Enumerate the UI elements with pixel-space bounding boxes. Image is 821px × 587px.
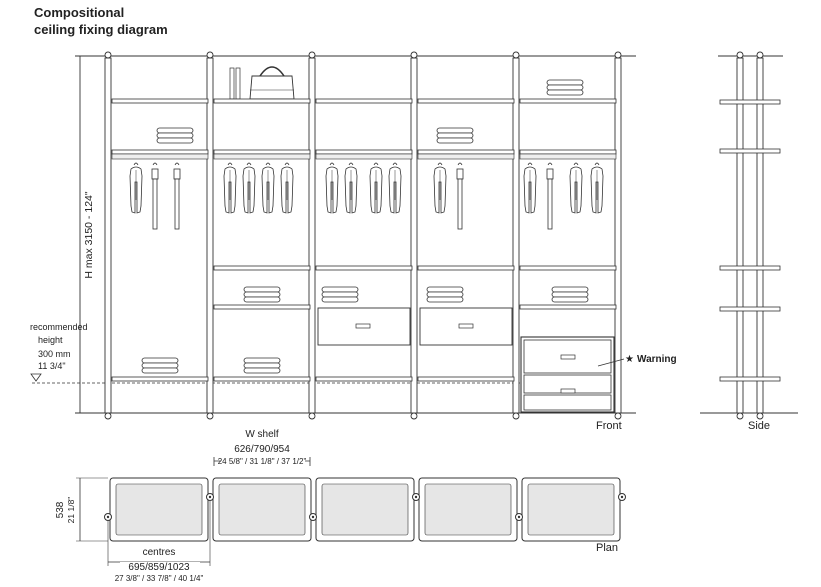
trousers-icon (546, 162, 554, 230)
bay-1 (111, 98, 209, 382)
warning-star-icon: ★ (625, 354, 634, 365)
drawer-unit-icon (520, 336, 615, 413)
plan-view (104, 477, 626, 542)
title-line-1: Compositional (34, 5, 125, 20)
recommended-line-4: 11 3/4" (38, 361, 66, 371)
bay-2 (213, 66, 311, 382)
shelf-width-inches: 24 5/8" / 31 1/8" / 37 1/2" (218, 457, 307, 466)
folded-clothes-icon (243, 357, 281, 374)
hanging-shirt-icon (280, 162, 294, 214)
pole-icon (308, 51, 316, 420)
plan-label: Plan (596, 542, 618, 554)
centres-inches: 27 3/8" / 33 7/8" / 40 1/4" (115, 574, 204, 583)
folded-clothes-icon (436, 127, 474, 144)
hanging-shirt-icon (223, 162, 237, 214)
pole-icon (410, 51, 418, 420)
level-arrow-icon (30, 373, 42, 382)
depth-inches: 21 1/8" (66, 497, 76, 524)
pole-icon (104, 51, 112, 420)
trousers-icon (173, 162, 181, 230)
hanging-shirt-icon (590, 162, 604, 214)
trousers-icon (151, 162, 159, 230)
hanging-shirt-icon (369, 162, 383, 214)
height-label: H max 3150 - 124" (83, 191, 95, 278)
hanging-shirt-icon (523, 162, 537, 214)
warning-label: Warning (637, 354, 677, 365)
folded-clothes-icon (156, 127, 194, 144)
shelf-width-mm: 626/790/954 (234, 444, 290, 455)
folded-clothes-icon (243, 286, 281, 303)
recommended-line-1: recommended (30, 322, 88, 332)
trousers-icon (456, 162, 464, 230)
bay-4 (417, 98, 515, 382)
pole-icon (614, 51, 622, 420)
warning-leader-line (597, 358, 625, 367)
bay-3 (315, 98, 413, 382)
pole-icon (512, 51, 520, 420)
recommended-height-note: recommended height 300 mm 11 3/4" (30, 322, 520, 384)
hanging-shirt-icon (344, 162, 358, 214)
pole-icon (206, 51, 214, 420)
pole-icon (736, 51, 744, 420)
bay-5 (519, 79, 617, 413)
drawer-icon (419, 307, 513, 346)
front-label: Front (596, 420, 622, 432)
hanging-shirt-icon (261, 162, 275, 214)
folded-clothes-icon (141, 357, 179, 374)
shelf-width-title: W shelf (245, 429, 279, 440)
side-view (719, 51, 781, 420)
hanging-shirt-icon (569, 162, 583, 214)
folded-clothes-icon (551, 286, 589, 303)
recommended-line-3: 300 mm (38, 349, 71, 359)
hanging-shirt-icon (325, 162, 339, 214)
centres-mm: 695/859/1023 (128, 562, 190, 573)
pole-icon (756, 51, 764, 420)
folded-clothes-icon (426, 286, 464, 303)
folded-clothes-icon (546, 79, 584, 96)
diagram-title: Compositional ceiling fixing diagram (34, 4, 168, 38)
side-label: Side (748, 420, 770, 432)
hanging-shirt-icon (433, 162, 447, 214)
title-line-2: ceiling fixing diagram (34, 22, 168, 37)
recommended-line-2: height (38, 335, 63, 345)
hanging-shirt-icon (388, 162, 402, 214)
folded-clothes-icon (321, 286, 359, 303)
centres-title: centres (143, 547, 176, 558)
depth-mm: 538 (55, 501, 66, 518)
handbag-icon (229, 66, 295, 100)
hanging-shirt-icon (242, 162, 256, 214)
hanging-shirt-icon (129, 162, 143, 214)
